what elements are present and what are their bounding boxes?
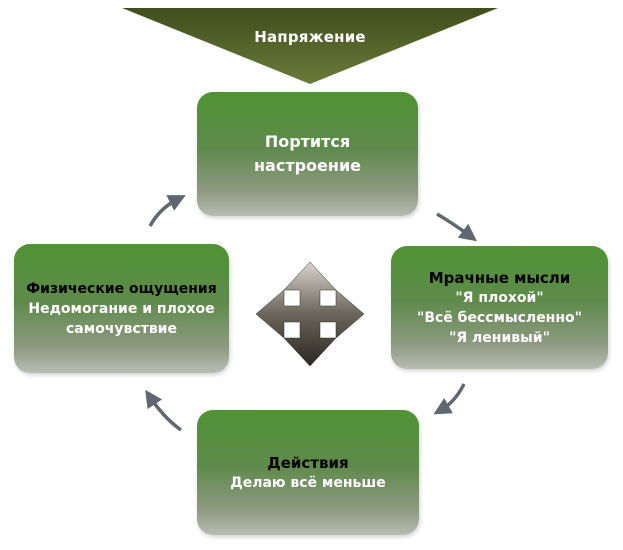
sensation-line: самочувствие	[66, 320, 177, 337]
thought-line: "Я плохой"	[455, 289, 544, 306]
box-mood-title: Портится настроение	[253, 132, 362, 175]
box-thoughts: Мрачные мысли "Я плохой" "Всё бессмыслен…	[391, 246, 608, 369]
box-mood: Портится настроение	[197, 92, 418, 216]
tension-banner: Напряжение	[122, 8, 498, 84]
curved-arrow-icon	[145, 389, 183, 432]
box-actions-title: Действия	[267, 453, 349, 472]
banner-triangle-icon	[122, 8, 498, 84]
box-sensations-title: Физические ощущения	[26, 280, 217, 297]
box-actions: Действия Делаю всё меньше	[197, 410, 419, 535]
box-sensations: Физические ощущения Недомогание и плохое…	[14, 244, 229, 373]
box-thoughts-title: Мрачные мысли	[428, 268, 571, 287]
sensation-line: Недомогание и плохое	[28, 300, 215, 317]
curved-arrow-icon	[436, 212, 478, 242]
thought-line: "Всё бессмысленно"	[417, 309, 582, 326]
thought-line: "Я ленивый"	[449, 329, 550, 346]
box-actions-line: Делаю всё меньше	[230, 474, 386, 491]
banner-label: Напряжение	[254, 28, 366, 46]
four-way-arrow-icon	[255, 261, 365, 367]
curved-arrow-icon	[433, 383, 466, 415]
curved-arrow-icon	[148, 195, 186, 227]
